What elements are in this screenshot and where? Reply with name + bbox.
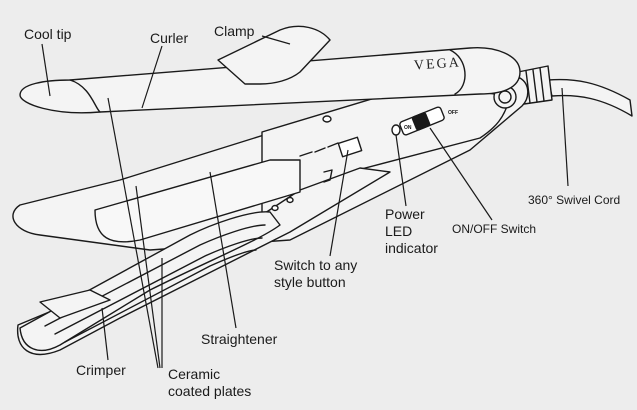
label-clamp: Clamp [214, 23, 255, 39]
label-cool-tip: Cool tip [24, 26, 72, 42]
label-power-led-line3: indicator [385, 240, 438, 256]
straightener-plate [94, 159, 301, 243]
label-power-led-line2: LED [385, 223, 413, 239]
leader-on-off [429, 127, 493, 221]
leader-straightener [209, 171, 237, 329]
label-ceramic-line2: coated plates [168, 383, 252, 399]
crimper-plate-outer [19, 211, 281, 351]
leader-power-led [395, 134, 407, 207]
leader-crimper [101, 307, 109, 361]
leader-clamp [261, 35, 291, 45]
label-ceramic-line1: Ceramic [168, 366, 221, 382]
switch-on-text: ON [404, 125, 412, 131]
brand-logo: VEGA [413, 55, 462, 74]
leader-cool-tip [41, 43, 51, 97]
label-power-led: Power LED indicator [385, 206, 438, 257]
label-swivel-cord: 360° Swivel Cord [528, 193, 621, 207]
label-switch-style-line1: Switch to any [274, 257, 358, 273]
swivel-cord [547, 78, 633, 117]
leader-swivel-cord [561, 87, 569, 187]
switch-off-text: OFF [448, 110, 458, 116]
clamp [217, 25, 331, 85]
label-curler: Curler [150, 30, 189, 46]
cool-tip-band [69, 79, 101, 113]
label-switch-style: Switch to any style button [274, 257, 357, 291]
leader-style-button [329, 149, 349, 257]
label-on-off-switch: ON/OFF Switch [452, 222, 537, 236]
leader-curler [141, 45, 163, 109]
label-power-led-line1: Power [385, 206, 425, 222]
leader-ceramic-2 [135, 185, 161, 369]
power-led [391, 124, 401, 136]
label-switch-style-line2: style button [274, 274, 346, 290]
label-straightener: Straightener [201, 331, 278, 347]
leader-ceramic-1 [107, 97, 159, 369]
label-ceramic-plates: Ceramic coated plates [168, 366, 251, 400]
style-button [337, 136, 363, 158]
label-crimper: Crimper [76, 362, 126, 378]
